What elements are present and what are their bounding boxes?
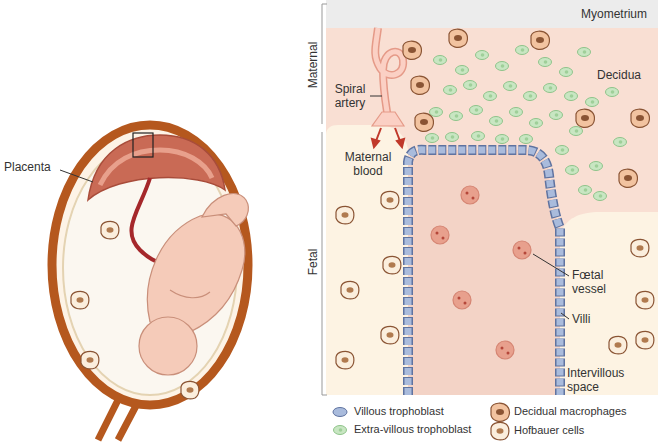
part-label: Fœtal vessel <box>572 268 632 296</box>
part-label: Spiral artery <box>328 82 372 110</box>
part-label: Villi <box>572 312 612 326</box>
fetal-vessels <box>431 186 531 359</box>
blood-arrows <box>372 128 404 147</box>
spiral-artery <box>370 28 404 126</box>
layer-label: Decidua <box>597 68 655 82</box>
side-label: Maternal <box>306 42 320 89</box>
leader-lines <box>533 254 569 319</box>
zoom-panel <box>322 0 658 395</box>
legend-text: Decidual macrophages <box>514 405 627 418</box>
decidual-macrophages <box>403 29 649 187</box>
hofbauer-cells <box>71 191 654 399</box>
extra-villous-cells <box>426 46 627 201</box>
legend-icons <box>333 403 509 440</box>
part-label: Placenta <box>4 160 62 174</box>
uterus-figure <box>52 125 248 440</box>
layer-label: Myometrium <box>581 7 655 21</box>
legend-text: Hofbauer cells <box>514 424 584 437</box>
legend-text: Villous trophoblast <box>354 405 444 418</box>
side-label: Fetal <box>306 249 320 276</box>
region-label: Intervillous space <box>567 366 655 394</box>
part-label: Maternal blood <box>337 150 399 178</box>
legend-text: Extra-villous trophoblast <box>354 423 471 436</box>
